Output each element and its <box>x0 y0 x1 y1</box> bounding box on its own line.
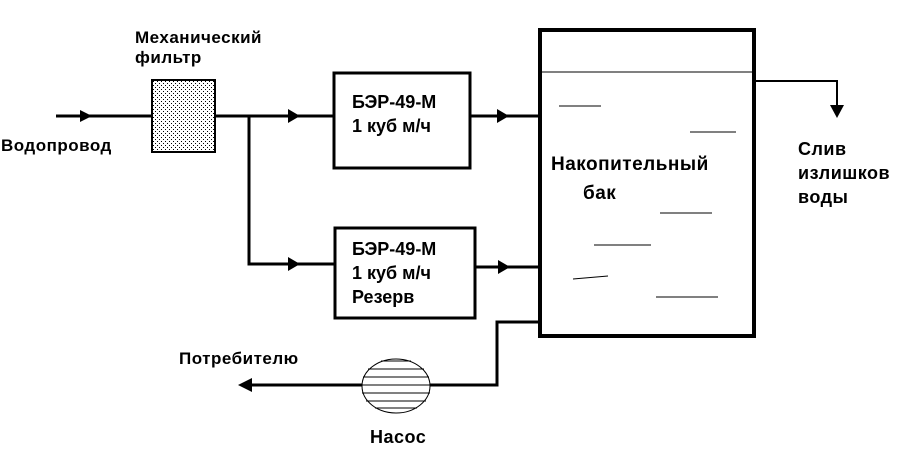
flow-arrow-icon <box>498 260 510 274</box>
pump <box>361 358 431 414</box>
inlet-label: Водопровод <box>1 136 112 155</box>
unit2-label-line2: 1 куб м/ч <box>352 263 431 283</box>
drain-label-line2: излишков <box>798 163 891 183</box>
drain-label-line1: Слив <box>798 139 847 159</box>
filter-label-line1: Механический <box>135 28 262 47</box>
storage-tank <box>538 28 756 338</box>
pipe-to-unit2 <box>247 116 335 271</box>
inlet-pipe <box>56 110 151 122</box>
pipe-tank-to-pump <box>430 320 540 387</box>
consumer-arrow-icon <box>238 378 252 392</box>
unit2-box <box>333 226 477 320</box>
flow-arrow-icon <box>288 257 300 271</box>
consumer-label: Потребителю <box>179 349 299 368</box>
drain-label-line3: воды <box>798 187 849 207</box>
overflow-pipe <box>754 80 844 118</box>
mechanical-filter <box>151 79 216 153</box>
flow-arrow-icon <box>497 109 509 123</box>
pipe-unit2-to-tank <box>475 260 540 274</box>
tank-label-line2: бак <box>583 183 617 204</box>
pipe-to-consumer <box>238 378 362 392</box>
tank-label-line1: Накопительный <box>551 154 709 175</box>
pipe-to-unit1 <box>215 109 334 123</box>
unit2-label-line1: БЭР-49-М <box>352 239 437 259</box>
flow-arrow-icon <box>80 110 92 122</box>
water-ripples <box>559 105 736 298</box>
drain-arrow-icon <box>830 105 844 118</box>
unit2-label-line3: Резерв <box>352 287 415 307</box>
pump-label: Насос <box>370 427 427 447</box>
unit1-box <box>332 71 472 170</box>
unit1-label-line1: БЭР-49-М <box>352 92 437 112</box>
pipe-unit1-to-tank <box>470 109 540 123</box>
filter-label-line2: фильтр <box>135 48 202 67</box>
pump-hatching <box>362 360 430 409</box>
unit1-label-line2: 1 куб м/ч <box>352 116 431 136</box>
flow-arrow-icon <box>288 109 300 123</box>
